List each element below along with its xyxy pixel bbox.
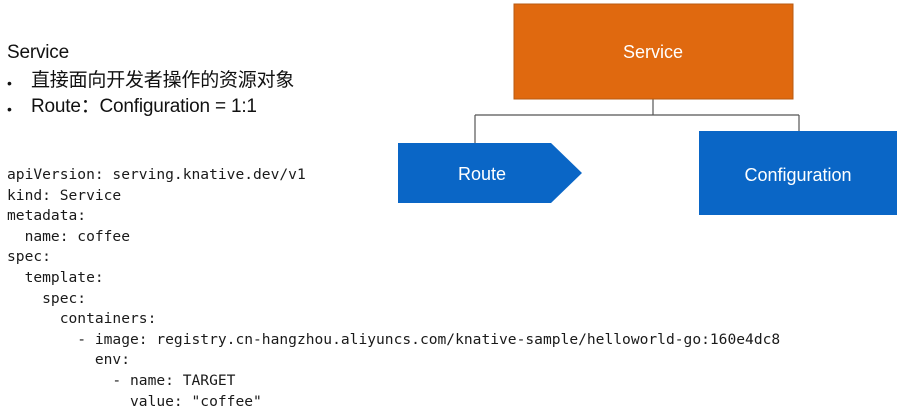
yaml-code-block: apiVersion: serving.knative.dev/v1 kind: … <box>7 165 780 412</box>
bullet-text: Route：Configuration = 1:1 <box>31 96 257 117</box>
bullet-list: • 直接面向开发者操作的资源对象 • Route：Configuration =… <box>7 68 294 120</box>
bullet-marker: • <box>7 101 12 117</box>
yaml-line: containers: <box>7 310 157 328</box>
yaml-line: - image: registry.cn-hangzhou.aliyuncs.c… <box>7 330 781 348</box>
yaml-line: env: <box>7 351 131 369</box>
yaml-line: name: coffee <box>7 227 131 245</box>
configuration-label: Configuration <box>744 165 851 185</box>
section-heading: Service <box>7 42 69 63</box>
configuration-node <box>699 131 897 215</box>
yaml-line: metadata: <box>7 207 87 225</box>
bullet-item: • Route：Configuration = 1:1 <box>7 94 294 120</box>
bullet-marker: • <box>7 75 12 91</box>
bullet-item: • 直接面向开发者操作的资源对象 <box>7 68 294 94</box>
yaml-line: apiVersion: serving.knative.dev/v1 <box>7 166 306 183</box>
yaml-line: template: <box>7 268 104 286</box>
connector-lines <box>474 99 800 143</box>
route-label: Route <box>458 164 506 184</box>
yaml-line: spec: <box>7 248 51 266</box>
yaml-line: spec: <box>7 289 87 307</box>
yaml-line: value: "coffee" <box>7 392 262 410</box>
service-label: Service <box>623 42 683 62</box>
yaml-line: kind: Service <box>7 186 122 204</box>
bullet-text: 直接面向开发者操作的资源对象 <box>31 70 295 91</box>
yaml-line: - name: TARGET <box>7 371 236 389</box>
service-node <box>513 3 794 100</box>
route-node <box>398 143 582 203</box>
